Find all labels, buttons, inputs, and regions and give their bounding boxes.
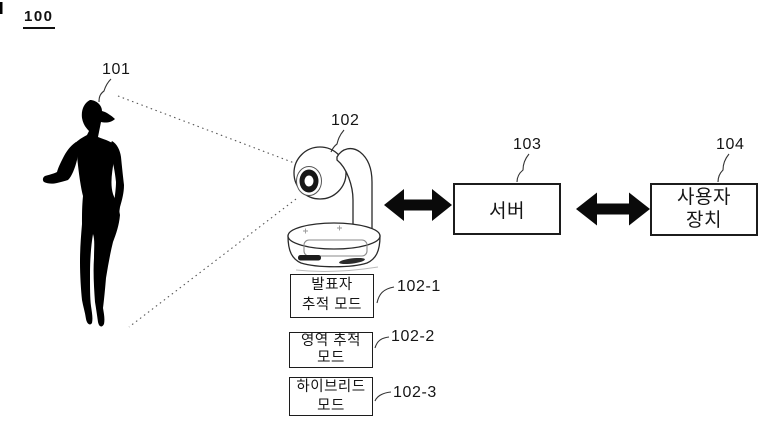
leader-camera [330, 129, 345, 153]
person-body [74, 100, 120, 327]
area-mode-label-line2: 모드 [317, 350, 345, 366]
user-device-label-line2: 장치 [686, 209, 722, 231]
camera-base-top [287, 222, 381, 250]
fov-line-lower [128, 198, 297, 328]
area-tracking-mode-box: 영역 추적 모드 [289, 332, 373, 368]
user-device-label-line1: 사용자 [677, 187, 731, 209]
person-arm-side [110, 141, 124, 229]
server-box: 서버 [453, 183, 561, 235]
dotted-fov-lines [117, 95, 298, 328]
camera-ground-shadow [295, 266, 379, 272]
leader-area-mode [374, 336, 390, 349]
presenter-mode-label-line1: 발표자 [311, 277, 353, 294]
leader-server [516, 153, 530, 183]
user-device-box: 사용자 장치 [650, 183, 758, 236]
figure-number: 100 [23, 8, 55, 29]
leader-user-device [717, 153, 730, 183]
leader-hybrid-mode [374, 391, 392, 402]
ref-label-hybrid-mode: 102-3 [393, 384, 437, 401]
camera-arm [336, 147, 373, 241]
hybrid-mode-label-line1: 하이브리드 [296, 379, 366, 396]
ref-label-presenter-mode: 102-1 [397, 278, 441, 295]
person-silhouette-icon [42, 100, 124, 327]
hybrid-mode-label-line2: 모드 [317, 397, 345, 414]
camera-lens-center [304, 175, 314, 187]
double-headed-arrow-icon [384, 189, 650, 226]
hybrid-mode-box: 하이브리드 모드 [289, 377, 373, 416]
ref-label-area-mode: 102-2 [391, 328, 435, 345]
leader-person [98, 78, 112, 103]
camera-front-panel [303, 239, 368, 257]
presenter-tracking-mode-box: 발표자 추적 모드 [290, 274, 374, 318]
area-mode-label-line1: 영역 추적 [301, 332, 361, 349]
ref-label-user-device: 104 [716, 136, 745, 153]
arrow-camera-server [384, 189, 452, 221]
leader-lines [98, 78, 730, 402]
presenter-mode-label-line2: 추적 모드 [302, 297, 362, 313]
camera-foot [339, 257, 365, 265]
server-label: 서버 [489, 200, 525, 222]
ref-label-server: 103 [513, 136, 542, 153]
fov-line-upper [117, 95, 298, 165]
arrow-server-device [576, 192, 650, 226]
scan-artifact [0, 2, 3, 14]
camera-slot [298, 255, 321, 261]
person-arm-extended [42, 142, 78, 184]
ptz-camera-icon [287, 146, 381, 272]
camera-base-marks [303, 225, 342, 234]
ref-label-camera: 102 [331, 112, 360, 129]
ref-label-person: 101 [102, 61, 131, 78]
leader-presenter-mode [376, 286, 395, 304]
